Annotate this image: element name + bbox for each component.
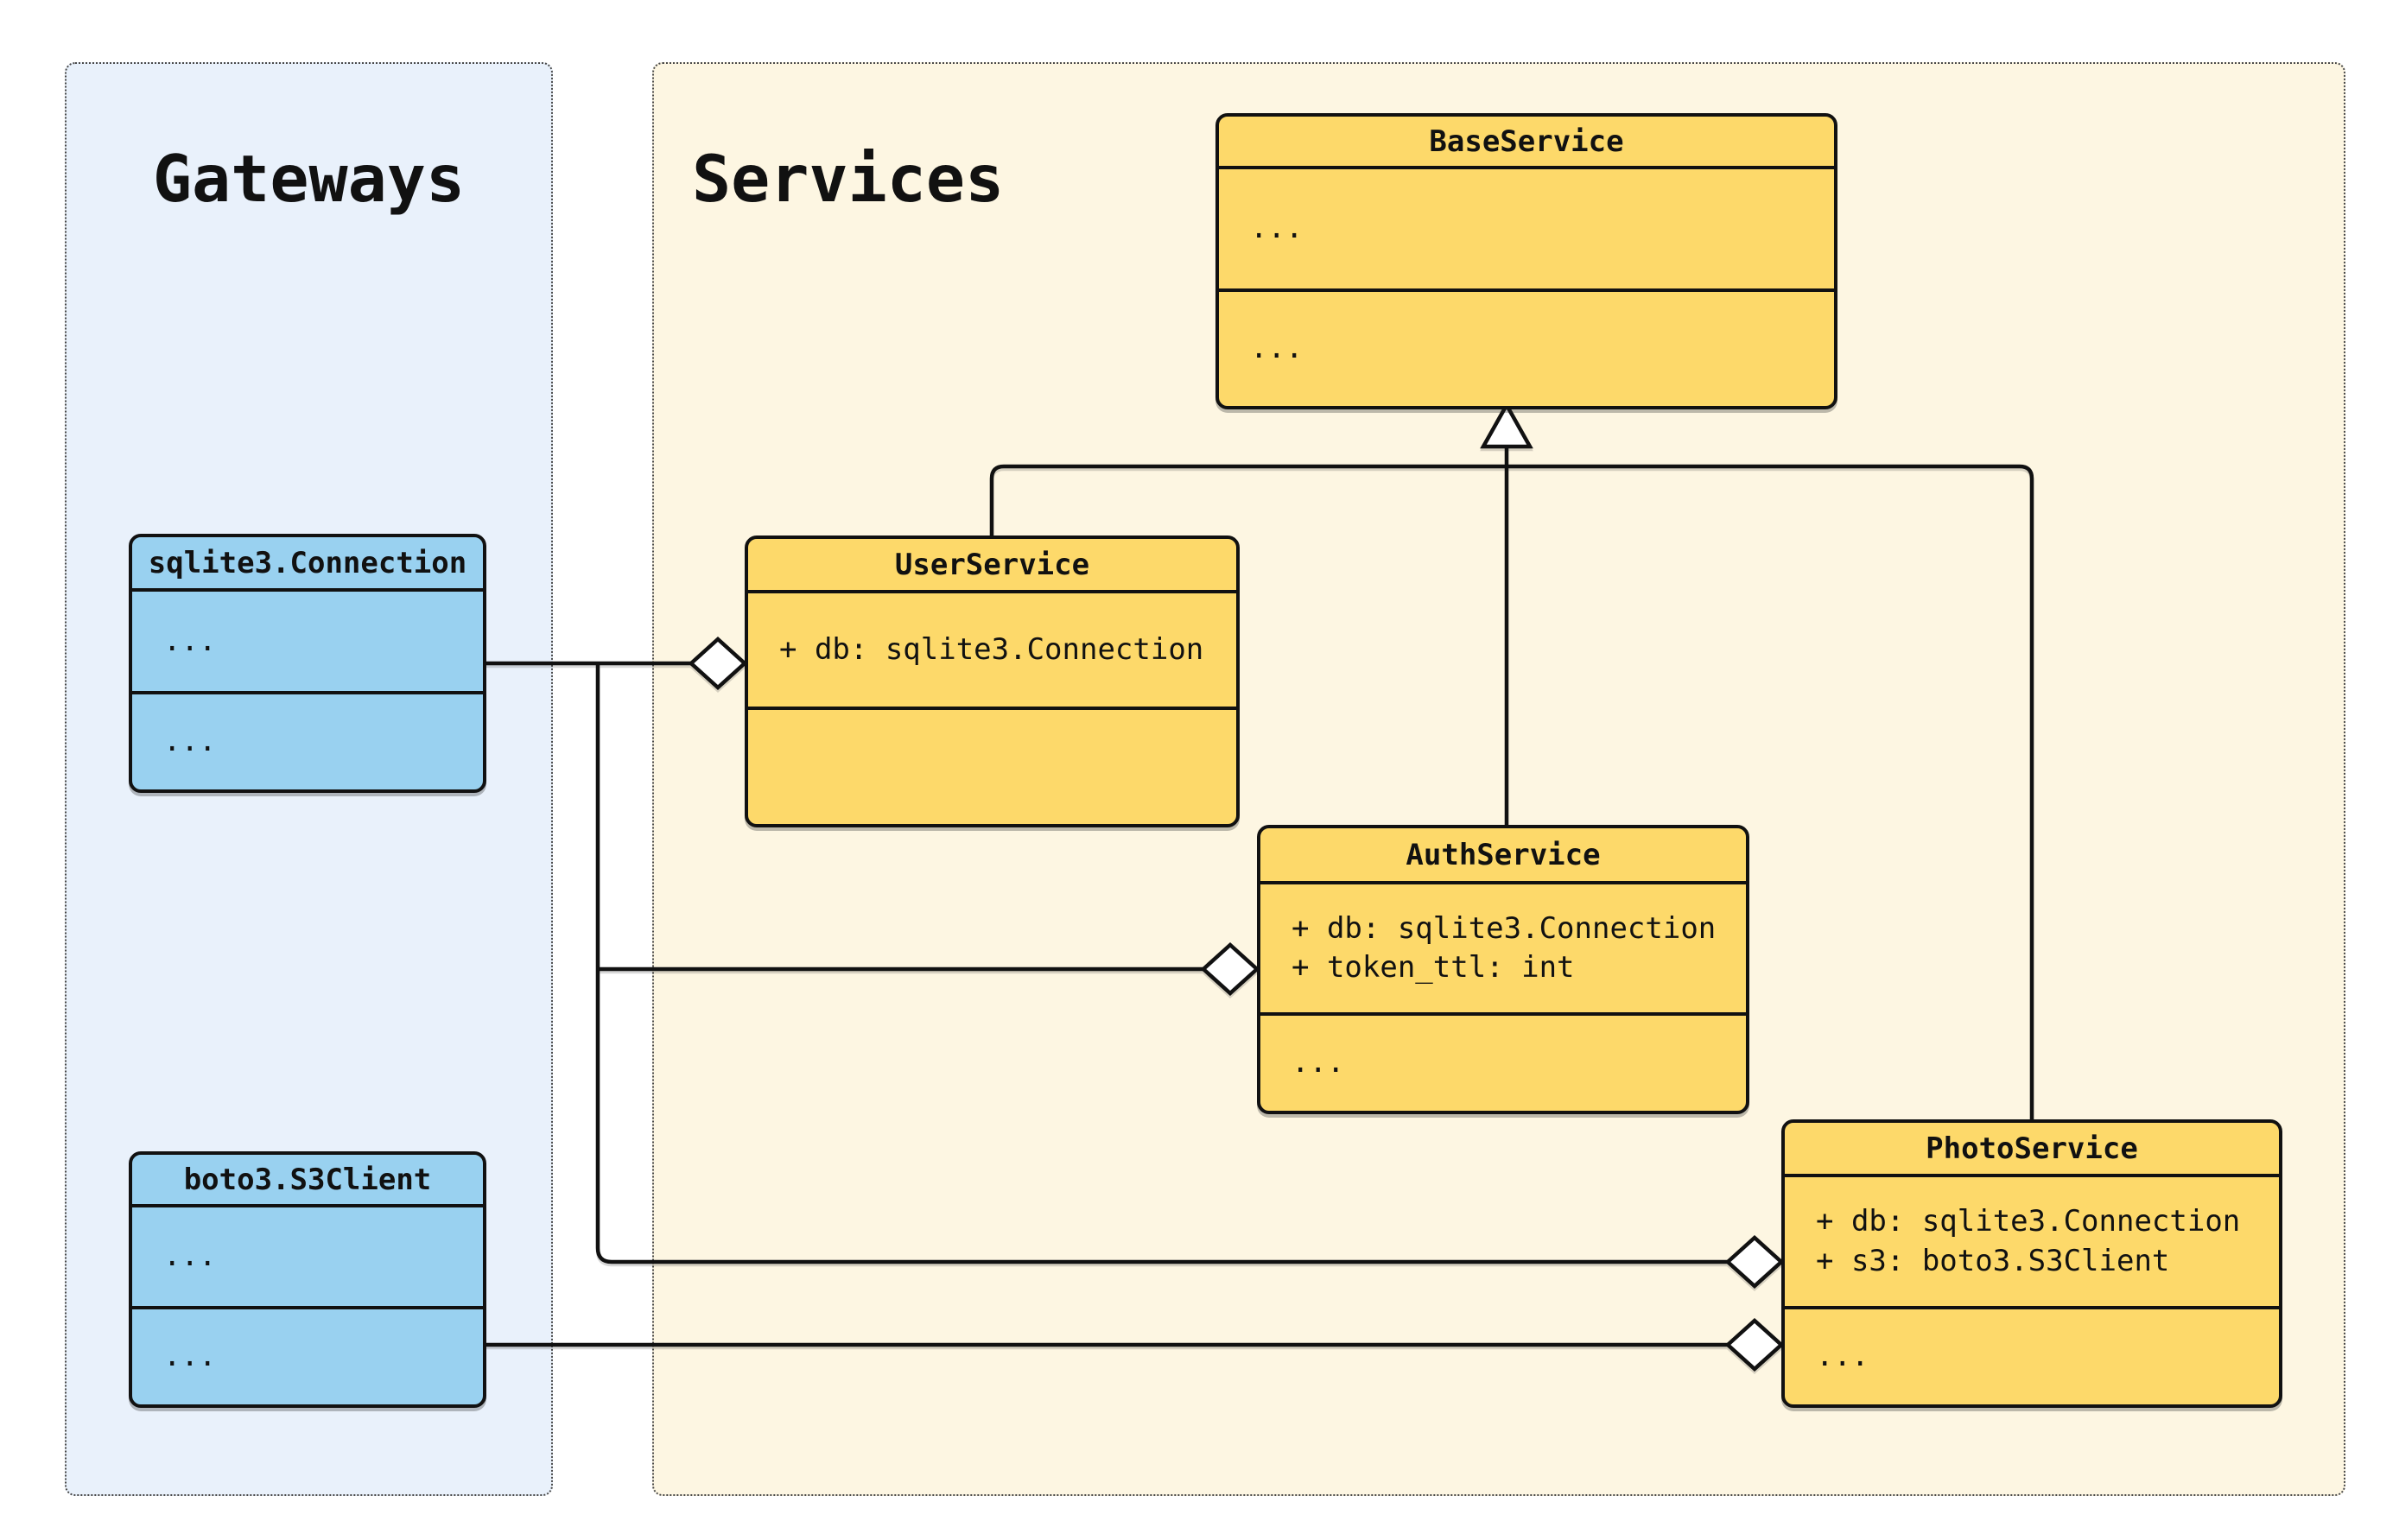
- class-methods: ...: [1260, 1016, 1746, 1111]
- method-line: ...: [1816, 1339, 1869, 1374]
- attribute-line: + token_ttl: int: [1292, 950, 1575, 985]
- class-attributes: + db: sqlite3.Connection + s3: boto3.S3C…: [1785, 1177, 2279, 1309]
- attribute-line: + db: sqlite3.Connection: [779, 631, 1204, 667]
- method-line: ...: [1292, 1045, 1345, 1081]
- attribute-line: ...: [1250, 211, 1304, 246]
- method-line: ...: [163, 1339, 217, 1374]
- class-box-baseservice: BaseService ... ...: [1215, 113, 1837, 409]
- class-methods: [748, 710, 1236, 824]
- class-title: AuthService: [1260, 828, 1746, 884]
- class-title: PhotoService: [1785, 1123, 2279, 1177]
- attribute-line: + db: sqlite3.Connection: [1816, 1204, 2241, 1239]
- class-methods: ...: [132, 694, 483, 789]
- method-line: ...: [163, 724, 217, 759]
- attribute-line: ...: [163, 1239, 217, 1274]
- class-box-photoservice: PhotoService + db: sqlite3.Connection + …: [1781, 1119, 2282, 1408]
- class-attributes: ...: [132, 592, 483, 694]
- class-title: sqlite3.Connection: [132, 537, 483, 592]
- class-box-sqlite3-connection: sqlite3.Connection ... ...: [129, 534, 486, 793]
- class-methods: ...: [132, 1309, 483, 1404]
- attribute-line: + s3: boto3.S3Client: [1816, 1243, 2170, 1278]
- panel-services-title: Services: [692, 141, 1005, 217]
- class-attributes: + db: sqlite3.Connection: [748, 593, 1236, 710]
- attribute-line: + db: sqlite3.Connection: [1292, 910, 1717, 946]
- class-title: BaseService: [1219, 117, 1834, 169]
- class-title: UserService: [748, 539, 1236, 593]
- class-methods: ...: [1219, 292, 1834, 406]
- class-attributes: ...: [132, 1207, 483, 1309]
- class-attributes: ...: [1219, 169, 1834, 292]
- class-methods: ...: [1785, 1309, 2279, 1404]
- class-title: boto3.S3Client: [132, 1155, 483, 1207]
- class-attributes: + db: sqlite3.Connection + token_ttl: in…: [1260, 884, 1746, 1016]
- class-box-boto3-s3client: boto3.S3Client ... ...: [129, 1151, 486, 1408]
- class-box-authservice: AuthService + db: sqlite3.Connection + t…: [1257, 825, 1749, 1114]
- panel-gateways-title: Gateways: [152, 141, 466, 217]
- attribute-line: ...: [163, 623, 217, 658]
- method-line: ...: [1250, 331, 1304, 366]
- class-box-userservice: UserService + db: sqlite3.Connection: [745, 536, 1240, 827]
